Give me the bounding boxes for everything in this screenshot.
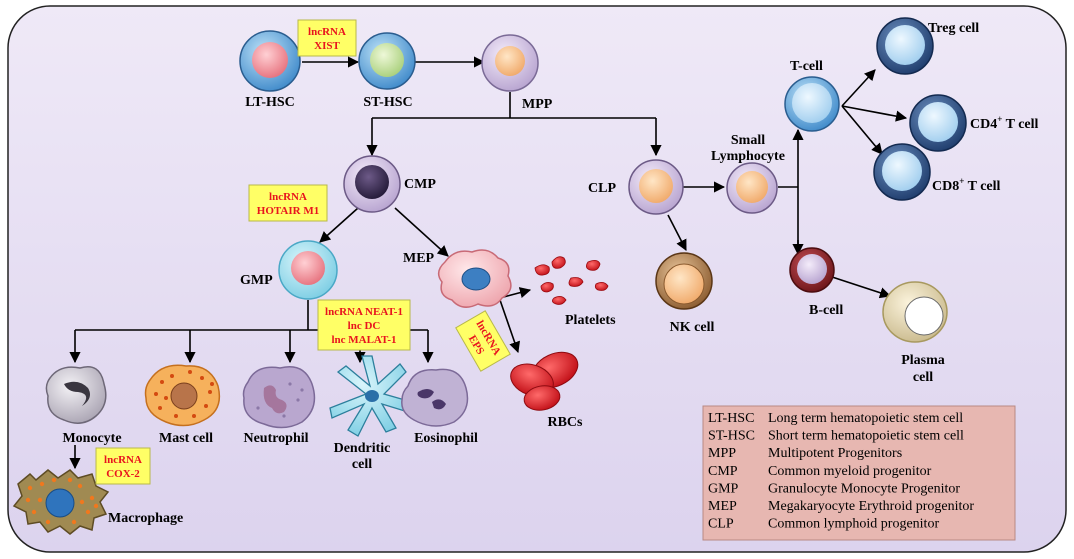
label-small-lymphocyte-2: Lymphocyte bbox=[711, 149, 785, 164]
neutrophil-cell bbox=[242, 366, 316, 429]
treg-cell bbox=[876, 17, 934, 75]
cd4-t-cell bbox=[909, 94, 967, 152]
label-st-hsc: ST-HSC bbox=[363, 95, 412, 110]
lncrna-xist-label-2: XIST bbox=[314, 40, 340, 52]
legend-abbr: MPP bbox=[708, 446, 736, 461]
legend-abbr: CMP bbox=[708, 464, 738, 479]
label-nk-cell: NK cell bbox=[670, 320, 715, 335]
legend-full: Common myeloid progenitor bbox=[768, 464, 932, 479]
legend-full: Granulocyte Monocyte Progenitor bbox=[768, 481, 960, 496]
lncrna-xist-label-1: lncRNA bbox=[308, 26, 346, 38]
monocyte-cell bbox=[45, 366, 107, 424]
legend-abbr: LT-HSC bbox=[708, 411, 754, 426]
lncrna-cox-box: lncRNA COX-2 bbox=[95, 447, 151, 485]
label-cd4-t-cell: CD4+ T cell bbox=[970, 114, 1039, 132]
label-plasma-cell-1: Plasma bbox=[901, 353, 945, 368]
label-eosinophil: Eosinophil bbox=[414, 431, 478, 446]
clp-cell bbox=[628, 159, 684, 215]
cell-labels: LT-HSC ST-HSC MPP CMP CLP GMP MEP Small … bbox=[62, 21, 1038, 526]
legend-abbr: CLP bbox=[708, 517, 734, 532]
lncrna-xist-box: lncRNA XIST bbox=[297, 19, 357, 57]
label-treg-cell: Treg cell bbox=[928, 21, 979, 36]
legend-abbr: ST-HSC bbox=[708, 429, 755, 444]
gmp-cell bbox=[278, 240, 338, 300]
mpp-cell bbox=[481, 34, 539, 92]
lncrna-hotair-label-1: lncRNA bbox=[269, 191, 307, 203]
label-mast-cell: Mast cell bbox=[159, 431, 213, 446]
legend-full: Megakaryocyte Erythroid progenitor bbox=[768, 499, 974, 514]
label-neutrophil: Neutrophil bbox=[243, 431, 308, 446]
lncrna-neat-label-1: lncRNA NEAT-1 bbox=[325, 306, 403, 318]
lncrna-hotair-label-2: HOTAIR M1 bbox=[257, 205, 319, 217]
t-cell bbox=[784, 76, 840, 132]
macrophage-cell bbox=[12, 469, 110, 535]
label-dendritic-cell-1: Dendritic bbox=[334, 441, 391, 456]
lncrna-neat-label-2: lnc DC bbox=[348, 320, 381, 332]
eosinophil-cell bbox=[401, 368, 469, 427]
lncrna-cox-label-1: lncRNA bbox=[104, 454, 142, 466]
b-cell bbox=[789, 247, 835, 293]
legend-full: Short term hematopoietic stem cell bbox=[768, 429, 964, 444]
lncrna-hotair-box: lncRNA HOTAIR M1 bbox=[248, 184, 328, 222]
legend-full: Multipotent Progenitors bbox=[768, 446, 902, 461]
rbc-cells bbox=[510, 351, 579, 411]
nk-cell bbox=[655, 252, 713, 310]
legend-full: Common lymphoid progenitor bbox=[768, 517, 939, 532]
label-gmp: GMP bbox=[240, 273, 273, 288]
label-cmp: CMP bbox=[404, 177, 436, 192]
cmp-cell bbox=[343, 155, 401, 213]
abbreviation-legend: LT-HSC Long term hematopoietic stem cellS… bbox=[702, 405, 1016, 541]
lncrna-cox-label-2: COX-2 bbox=[106, 468, 140, 480]
label-rbcs: RBCs bbox=[547, 415, 583, 430]
label-lt-hsc: LT-HSC bbox=[245, 95, 295, 110]
label-platelets: Platelets bbox=[565, 313, 616, 328]
mast-cell bbox=[144, 364, 221, 427]
legend-abbr: MEP bbox=[708, 499, 737, 514]
lncrna-neat-label-3: lnc MALAT-1 bbox=[331, 334, 396, 346]
st-hsc-cell bbox=[358, 32, 416, 90]
label-monocyte: Monocyte bbox=[62, 431, 121, 446]
lt-hsc-cell bbox=[239, 30, 301, 92]
label-small-lymphocyte-1: Small bbox=[731, 133, 765, 148]
label-mpp: MPP bbox=[522, 97, 553, 112]
label-plasma-cell-2: cell bbox=[913, 370, 933, 385]
lncrna-neat-box: lncRNA NEAT-1 lnc DC lnc MALAT-1 bbox=[317, 299, 411, 351]
label-b-cell: B-cell bbox=[809, 303, 843, 318]
cd8-t-cell bbox=[873, 143, 931, 201]
plasma-cell bbox=[882, 281, 948, 343]
lncrna-eps-box: lncRNA EPS bbox=[455, 310, 511, 372]
label-mep: MEP bbox=[403, 251, 435, 266]
label-t-cell: T-cell bbox=[790, 59, 823, 74]
small-lymphocyte-cell bbox=[726, 162, 778, 214]
label-cd8-t-cell: CD8+ T cell bbox=[932, 176, 1001, 194]
platelets-cells bbox=[534, 256, 609, 305]
label-dendritic-cell-2: cell bbox=[352, 457, 372, 472]
label-macrophage: Macrophage bbox=[108, 511, 183, 526]
mep-cell bbox=[437, 249, 512, 308]
legend-abbr: GMP bbox=[708, 481, 739, 496]
legend-full: Long term hematopoietic stem cell bbox=[768, 411, 963, 426]
label-clp: CLP bbox=[588, 181, 616, 196]
